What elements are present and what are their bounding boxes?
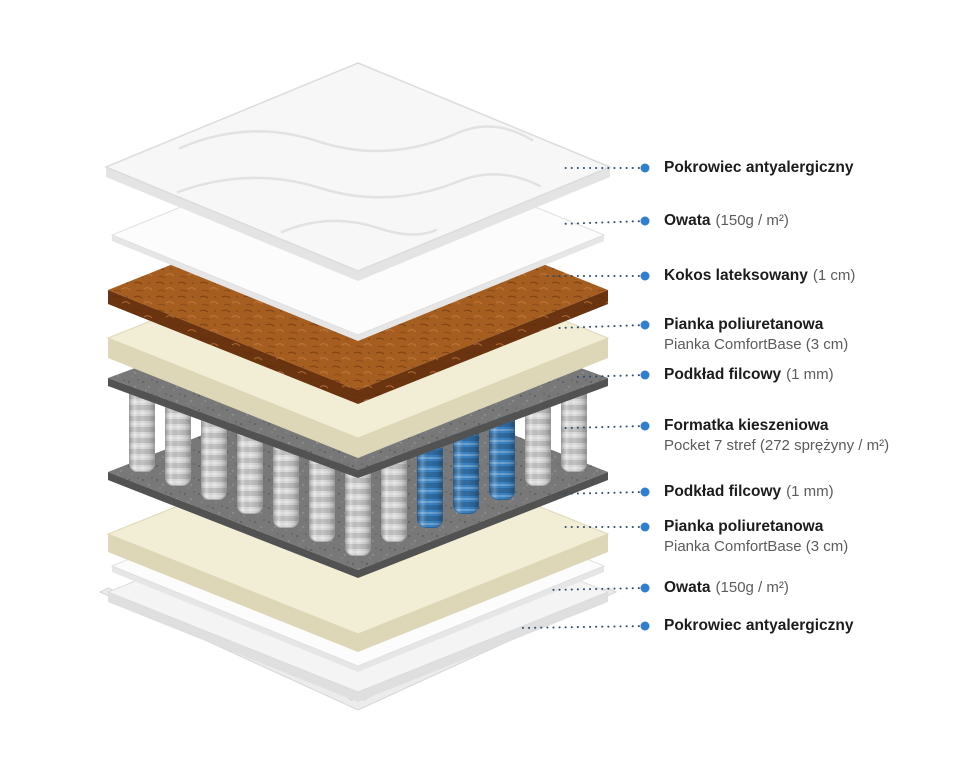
label-dot-10 — [640, 621, 650, 631]
leader-line-5 — [574, 374, 646, 378]
leader-line-4 — [557, 324, 646, 329]
label-secondary-text: (1 mm) — [786, 366, 834, 383]
label-top-felt: Podkład filcowy(1 mm) — [664, 365, 834, 384]
label-bottom-wadding: Owata(150g / m²) — [664, 578, 789, 597]
label-main-text: Pokrowiec antyalergiczny — [664, 159, 854, 176]
label-dot-7 — [640, 487, 650, 497]
label-main-text: Owata — [664, 212, 711, 229]
top-cover-top-face — [104, 62, 612, 272]
label-secondary-text: (1 mm) — [786, 483, 834, 500]
label-dots — [640, 163, 650, 631]
top-cover-quilting — [176, 125, 542, 236]
label-springs: Formatka kieszeniowa Pocket 7 stref (272… — [664, 416, 889, 455]
label-bottom-cover: Pokrowiec antyalergiczny — [664, 616, 854, 635]
label-top-cover: Pokrowiec antyalergiczny — [664, 158, 854, 177]
label-main-text: Formatka kieszeniowa — [664, 417, 829, 434]
leader-line-7 — [556, 491, 646, 495]
label-main-text: Owata — [664, 579, 711, 596]
label-secondary-text: (1 cm) — [812, 267, 856, 284]
label-coconut: Kokos lateksowany(1 cm) — [664, 266, 855, 285]
label-secondary-text: (150g / m²) — [715, 212, 789, 229]
label-dot-6 — [640, 421, 650, 431]
leader-line-2 — [559, 220, 646, 225]
label-main-text: Pianka poliuretanowa — [664, 518, 824, 535]
label-main-text: Pokrowiec antyalergiczny — [664, 617, 854, 634]
label-dot-9 — [640, 583, 650, 593]
leader-lines — [517, 167, 646, 629]
top-foam-side — [108, 338, 608, 458]
label-secondary-text: Pianka ComfortBase (3 cm) — [664, 538, 849, 555]
label-dot-2 — [640, 216, 650, 226]
label-bottom-felt: Podkład filcowy(1 mm) — [664, 482, 834, 501]
label-secondary-text: Pianka ComfortBase (3 cm) — [664, 336, 849, 353]
label-top-foam: Pianka poliuretanowa Pianka ComfortBase … — [664, 315, 848, 354]
label-main-text: Podkład filcowy — [664, 483, 782, 500]
label-secondary-text: Pocket 7 stref (272 sprężyny / m²) — [664, 437, 890, 454]
label-bottom-foam: Pianka poliuretanowa Pianka ComfortBase … — [664, 517, 848, 556]
label-main-text: Podkład filcowy — [664, 366, 782, 383]
label-dot-3 — [640, 271, 650, 281]
label-dot-4 — [640, 320, 650, 330]
label-top-wadding: Owata(150g / m²) — [664, 211, 789, 230]
leader-line-6 — [564, 425, 646, 429]
label-dot-1 — [640, 163, 650, 173]
layer-top-cover — [104, 62, 612, 281]
label-main-text: Pianka poliuretanowa — [664, 316, 824, 333]
label-dot-5 — [640, 370, 650, 380]
label-secondary-text: (150g / m²) — [715, 579, 789, 596]
label-dot-8 — [640, 522, 650, 532]
leader-line-9 — [547, 587, 646, 591]
label-main-text: Kokos lateksowany — [664, 267, 808, 284]
